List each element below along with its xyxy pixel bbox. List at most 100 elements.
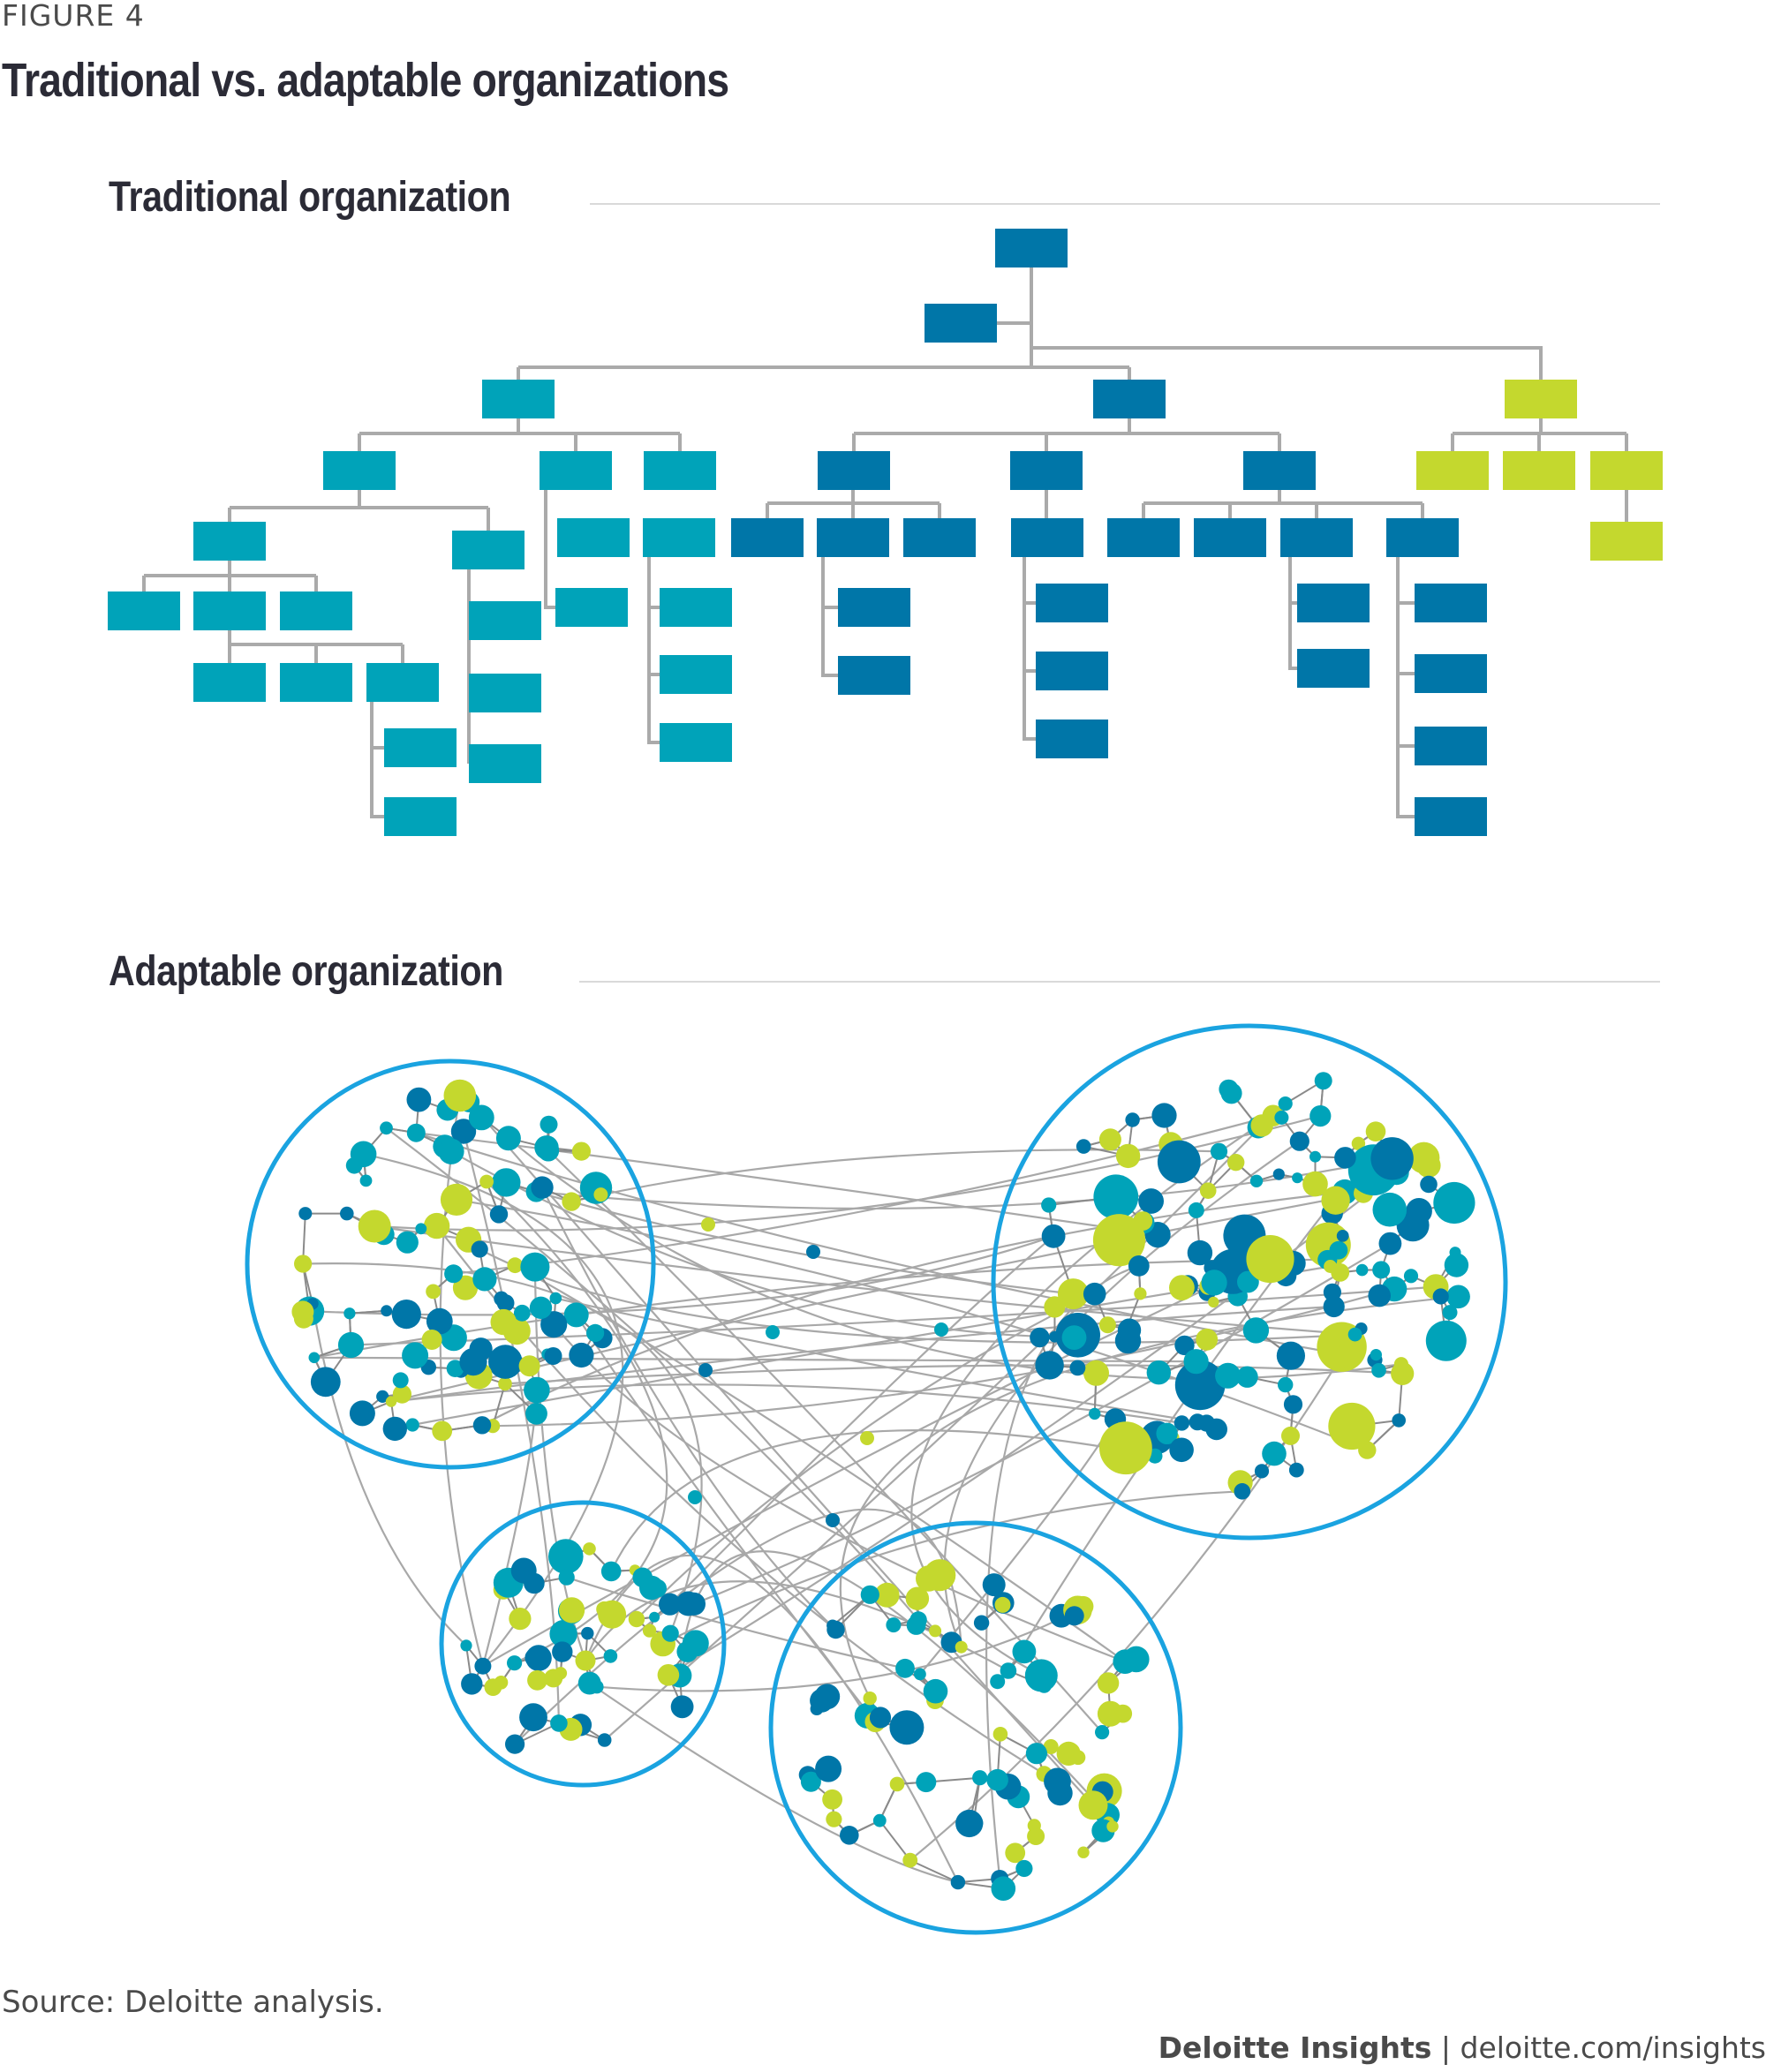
network-node: [1242, 1317, 1270, 1344]
org-box: [108, 591, 180, 630]
org-box: [1280, 518, 1353, 557]
network-node: [1056, 1741, 1081, 1766]
network-node: [600, 1561, 622, 1582]
footer-brand: Deloitte Insights: [1158, 2031, 1432, 2065]
network-node: [955, 1640, 968, 1654]
traditional-org-chart: [108, 229, 1663, 836]
adaptable-section-rule: [579, 981, 1660, 983]
network-node: [1371, 1363, 1386, 1378]
network-node: [554, 1667, 568, 1680]
org-box: [903, 518, 976, 557]
cross-cluster-link: [553, 1323, 1126, 1663]
traditional-section-title: Traditional organization: [109, 174, 511, 221]
network-node: [376, 1390, 389, 1403]
network-node: [494, 1291, 509, 1307]
network-node: [1208, 1296, 1219, 1308]
network-node: [349, 1400, 375, 1427]
org-box: [995, 229, 1068, 267]
network-node: [474, 1657, 492, 1675]
network-node: [916, 1772, 937, 1793]
org-box: [280, 663, 352, 702]
network-node: [440, 1183, 473, 1216]
network-node: [1000, 1662, 1017, 1679]
network-node: [1095, 1725, 1110, 1740]
org-connector: [370, 702, 384, 818]
network-node: [902, 1852, 918, 1868]
network-node: [632, 1567, 653, 1588]
network-link: [909, 1859, 959, 1884]
org-box: [1243, 451, 1316, 490]
network-node: [1321, 1186, 1350, 1215]
network-node: [1292, 1172, 1303, 1184]
network-node: [1083, 1360, 1109, 1386]
network-node: [525, 1645, 552, 1671]
network-node: [343, 1307, 356, 1320]
network-node: [1249, 1174, 1264, 1188]
network-node: [1027, 1819, 1041, 1833]
network-node: [1041, 1197, 1057, 1213]
network-node: [1372, 1261, 1391, 1279]
org-connector: [1288, 557, 1297, 670]
network-node: [1098, 1128, 1121, 1151]
cross-cluster-link: [309, 1235, 1054, 1316]
network-node: [1117, 1318, 1142, 1342]
network-node: [1432, 1288, 1449, 1305]
network-node: [507, 1655, 523, 1671]
bridge-node: [766, 1325, 780, 1339]
network-node: [982, 1573, 1006, 1597]
network-node: [552, 1641, 573, 1662]
network-node: [563, 1302, 589, 1328]
network-node: [860, 1585, 879, 1604]
cross-cluster-link: [482, 1258, 1271, 1668]
org-box: [1386, 518, 1459, 557]
network-node: [1420, 1175, 1438, 1194]
network-node: [815, 1755, 842, 1782]
cross-cluster-link: [535, 1190, 1074, 1295]
network-node: [869, 1707, 892, 1729]
network-node: [1138, 1188, 1164, 1214]
network-node: [1201, 1270, 1227, 1296]
network-node: [1146, 1360, 1172, 1385]
network-node: [1406, 1198, 1432, 1224]
network-node: [889, 1710, 925, 1745]
network-node: [1392, 1413, 1406, 1428]
network-node: [1041, 1224, 1066, 1248]
network-node: [510, 1557, 537, 1584]
cluster-ring: [768, 1520, 1183, 1935]
network-node: [1174, 1360, 1226, 1411]
network-node: [598, 1600, 627, 1629]
network-node: [531, 1176, 554, 1199]
cross-cluster-link: [456, 1198, 1368, 1451]
footer-url[interactable]: deloitte.com/insights: [1460, 2031, 1766, 2065]
network-node: [524, 1376, 550, 1404]
cross-cluster-link: [541, 1187, 837, 1631]
network-node: [495, 1126, 521, 1151]
network-node: [468, 1104, 494, 1131]
org-box: [838, 588, 910, 627]
network-node: [540, 1311, 568, 1338]
cluster-ring: [991, 1023, 1508, 1541]
org-box: [644, 451, 716, 490]
network-node: [1324, 1260, 1338, 1273]
org-box: [643, 518, 715, 557]
cross-cluster-link: [584, 1555, 959, 1883]
network-node: [1092, 1214, 1146, 1267]
network-node: [1355, 1263, 1369, 1277]
network-node: [593, 1187, 608, 1202]
network-node: [1157, 1140, 1201, 1184]
org-box: [1590, 451, 1663, 490]
network-node: [863, 1692, 877, 1706]
org-box: [1415, 797, 1487, 836]
network-node: [1064, 1606, 1084, 1626]
network-node: [1442, 1305, 1458, 1321]
source-note: Source: Deloitte analysis.: [2, 1985, 384, 2020]
network-node: [670, 1695, 694, 1719]
network-node: [350, 1141, 377, 1168]
network-node: [905, 1586, 930, 1610]
org-box: [469, 674, 541, 712]
network-node: [628, 1610, 645, 1628]
org-box: [482, 380, 555, 418]
network-node: [577, 1671, 601, 1695]
network-node: [391, 1300, 421, 1330]
bridge-node: [688, 1490, 702, 1504]
